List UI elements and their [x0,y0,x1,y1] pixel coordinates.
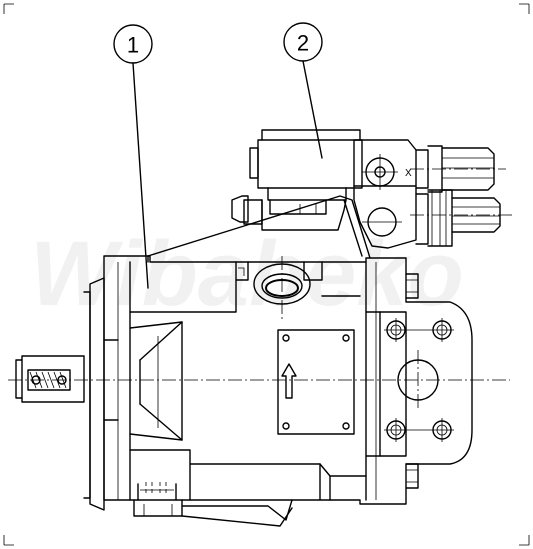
callout-1: 1 [113,24,153,289]
callout-1-leader [132,62,149,289]
port-x-label: X [405,168,412,179]
watermark: Wibabeko [30,223,464,325]
corner-marks [3,3,530,546]
callout-1-number: 1 [127,33,139,58]
housing-roof [147,195,371,263]
callout-2-leader [302,60,323,159]
callout-2: 2 [283,22,323,159]
pump-body [8,255,510,527]
callout-2-number: 2 [297,31,309,56]
control-valve: X [231,129,512,249]
